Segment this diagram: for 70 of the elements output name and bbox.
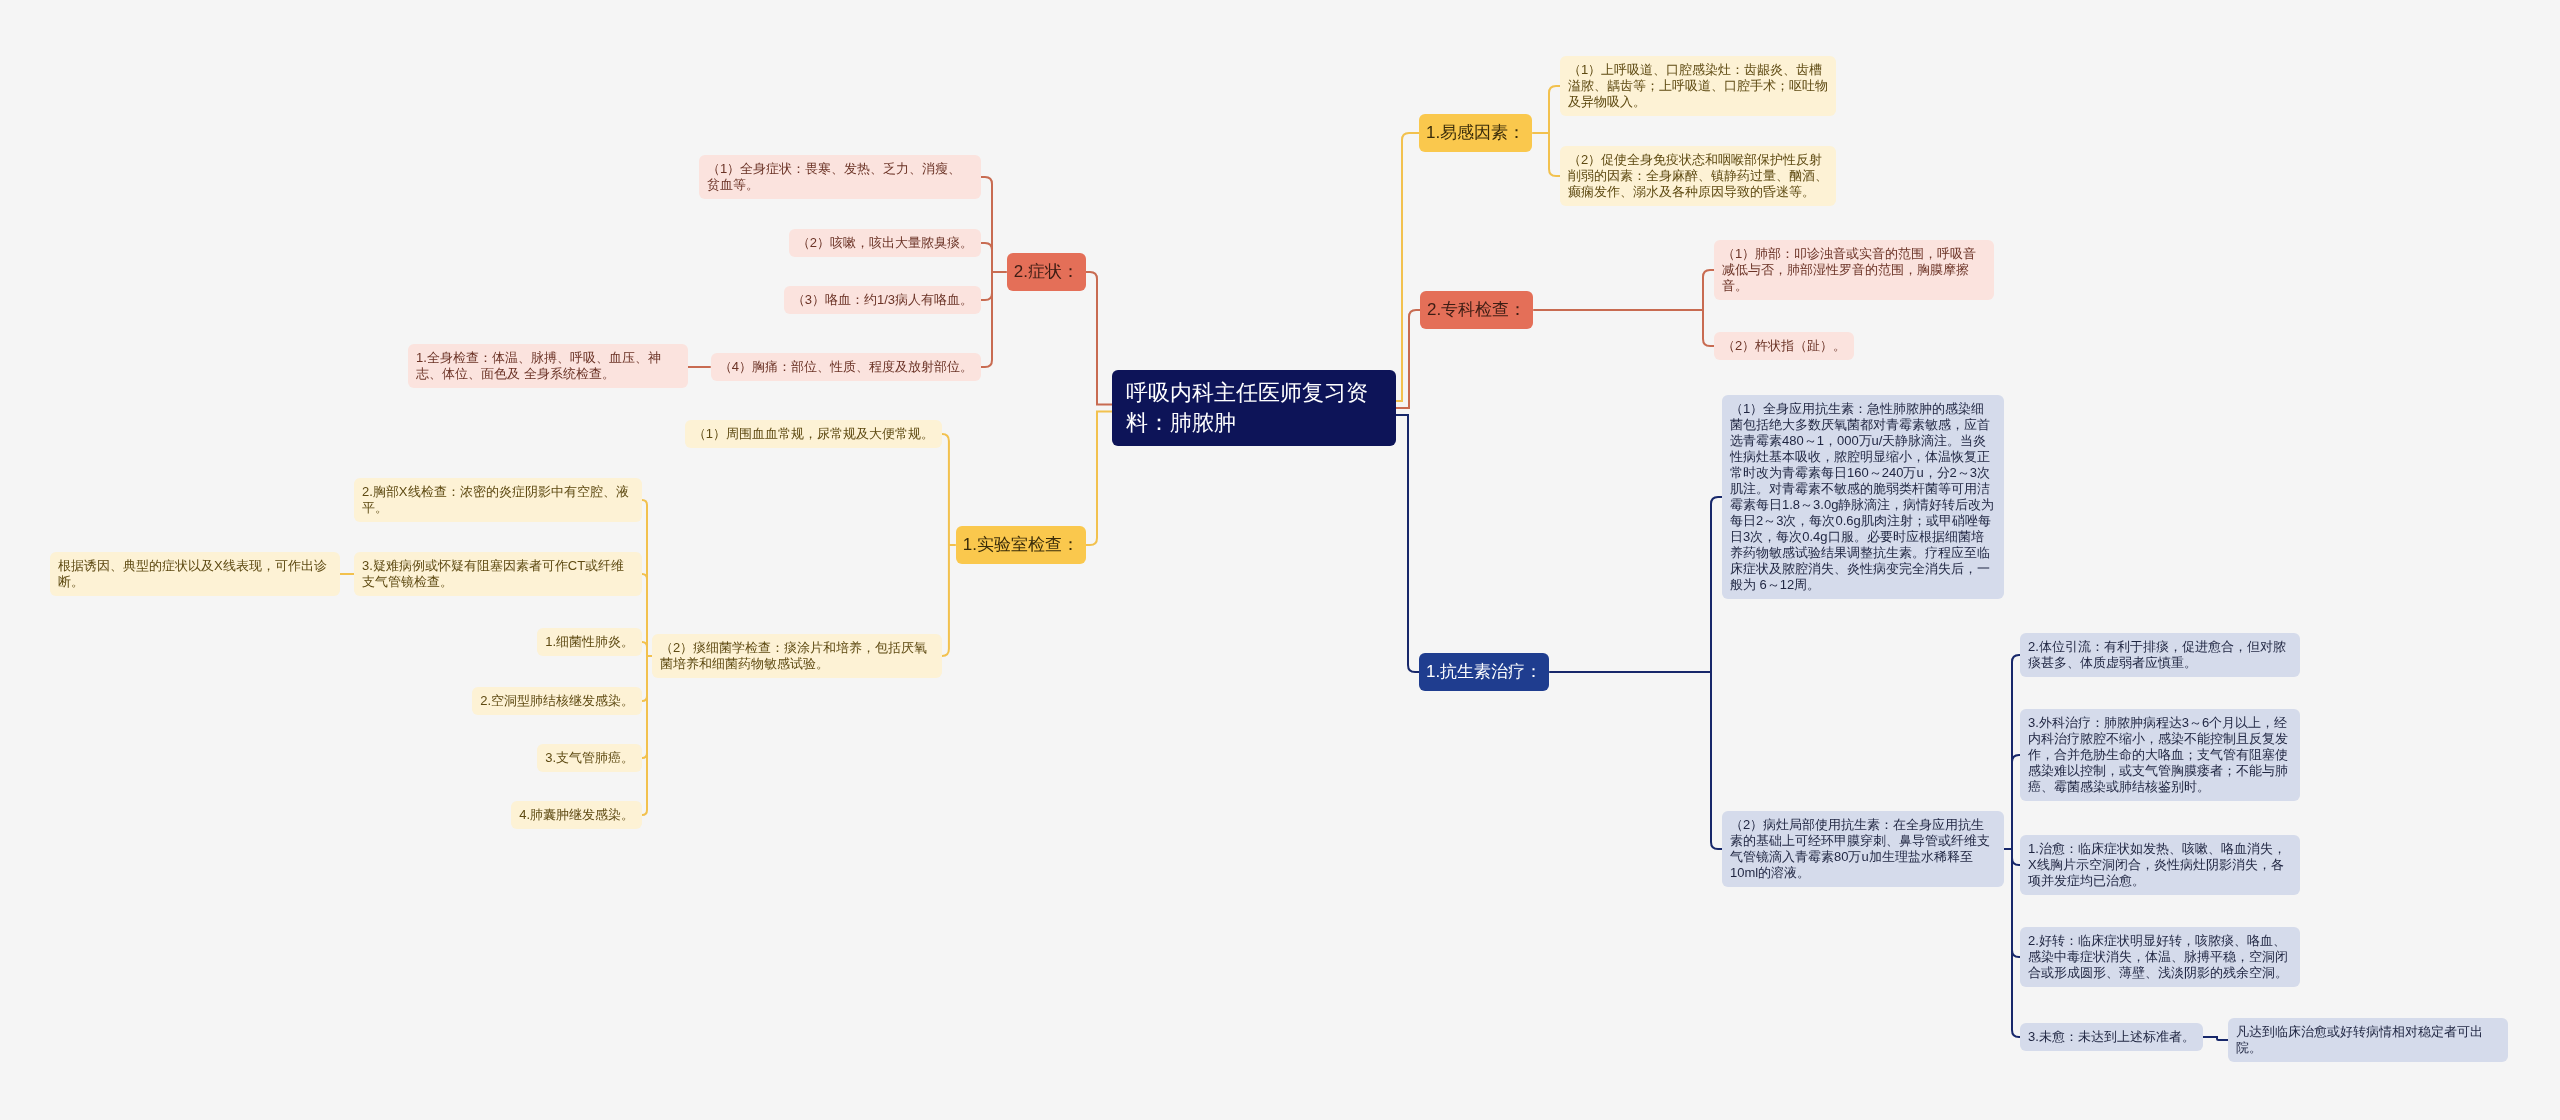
subtopic-box: （1）上呼吸道、口腔感染灶：齿龈炎、齿槽溢脓、龋齿等；上呼吸道、口腔手术；呕吐物及异物吸入。 (1560, 56, 1836, 116)
subtopic-box: 3.疑难病例或怀疑有阻塞因素者可作CT或纤维支气管镜检查。 (354, 552, 642, 596)
connector-line (1395, 132, 1420, 402)
subtopic-box: （1）肺部：叩诊浊音或实音的范围，呼吸音减低与否，肺部湿性罗音的范围，胸膜摩擦音。 (1714, 240, 1994, 300)
connector-line (1395, 309, 1421, 409)
connector-line (947, 439, 957, 651)
subtopic-box: （2）痰细菌学检查：痰涂片和培养，包括厌氧菌培养和细菌药物敏感试验。 (652, 634, 942, 678)
connector-line (1532, 276, 1704, 340)
subtopic-box: （2）杵状指（趾）。 (1714, 332, 1855, 360)
subtopic-box: （1）全身症状：畏寒、发热、乏力、消瘦、贫血等。 (699, 155, 981, 199)
connector-line (641, 641, 648, 648)
connector-line (687, 366, 712, 368)
connector-line (641, 695, 648, 702)
connector-line (2011, 1029, 2021, 1038)
connector-line (2003, 661, 2013, 1031)
connector-line (1702, 269, 1715, 278)
connector-line (2011, 857, 2021, 866)
subtopic-box: 1.细菌性肺炎。 (537, 628, 642, 656)
subtopic-box: 3.外科治疗：肺脓肿病程达3～6个月以上，经内科治疗脓腔不缩小，感染不能控制且反复发作，合并危胁生命的大咯血；支气管有阻塞使感染难以控制，或支气管胸膜瘘者；不能与肺癌、霉菌感染或肺结核鉴别时。 (2020, 709, 2300, 801)
connector-line (1702, 338, 1715, 347)
subtopic-box: 2.空洞型肺结核继发感染。 (472, 687, 642, 715)
connector-line (641, 809, 648, 816)
topic-box: 2.症状： (1006, 253, 1086, 291)
subtopic-box: （2）病灶局部使用抗生素：在全身应用抗生素的基础上可经环甲膜穿刺、鼻导管或纤维支气管镜滴入青霉素80万u加生理盐水稀释至10ml的溶液。 (1722, 811, 2004, 887)
topic-box: 1.实验室检查： (955, 526, 1086, 564)
subtopic-box: 2.体位引流：有利于排痰，促进愈合，但对脓痰甚多、体质虚弱者应慎重。 (2020, 633, 2300, 677)
connector-line (980, 292, 993, 301)
connector-line (991, 183, 1008, 361)
connector-line (1548, 85, 1561, 94)
subtopic-box: （3）咯血：约1/3病人有咯血。 (783, 286, 981, 314)
subtopic-box: 4.肺囊肿继发感染。 (511, 801, 642, 829)
subtopic-box: 根据诱因、典型的症状以及X线表现，可作出诊断。 (50, 552, 340, 596)
subtopic-box: 1.治愈：临床症状如发热、咳嗽、咯血消失，X线胸片示空洞闭合，炎性病灶阴影消失，各项并发症均已治愈。 (2020, 835, 2300, 895)
subtopic-box: （1）全身应用抗生素：急性肺脓肿的感染细菌包括绝大多数厌氧菌都对青霉素敏感，应首选青霉素480～1，000万u/天静脉滴注。当炎性病灶基本吸收，脓腔明显缩小，体温恢复正常时改为青霉素每日160～240万u，分2～3次肌注。对青霉素不敏感的脆弱类杆菌等可用洁霉素每日1.8～3.0g静脉滴注，病情好转后改为每日2～3次，每次0.6g肌肉注射；或甲硝唑每日3次，每次0.4g口服。必要时应根据细菌培养药物敏感试验结果调整抗生素。疗程应至临床症状及脓腔消失、炎性病变完全消失后，一般为 6～12周。 (1722, 395, 2004, 599)
connector-line (1710, 841, 1723, 850)
subtopic-box: （1）周围血血常规，尿常规及大便常规。 (684, 420, 942, 448)
connector-line (1710, 496, 1723, 505)
connector-line (980, 359, 993, 368)
connector-line (1395, 414, 1420, 673)
connector-line (641, 499, 648, 506)
topic-box: 1.易感因素： (1419, 114, 1533, 152)
connector-line (339, 573, 355, 575)
connector-line (941, 648, 950, 657)
central-topic-box: 呼吸内科主任医师复习资料：肺脓肿 (1112, 370, 1396, 446)
subtopic-box: 2.胸部X线检查：浓密的炎症阴影中有空腔、液平。 (354, 478, 642, 522)
subtopic-box: 3.未愈：未达到上述标准者。 (2020, 1023, 2203, 1051)
connector-line (980, 176, 993, 185)
connector-line (2201, 1036, 2229, 1041)
topic-box: 2.专科检查： (1420, 291, 1534, 329)
connector-line (1085, 410, 1113, 546)
connector-line (2011, 754, 2021, 763)
connector-line (980, 242, 993, 251)
connector-line (1548, 168, 1561, 177)
topic-box: 1.抗生素治疗： (1419, 653, 1550, 691)
subtopic-box: （2）促使全身免疫状态和咽喉部保护性反射削弱的因素：全身麻醉、镇静药过量、酗酒、癫痫发作、溺水及各种原因导致的昏迷等。 (1560, 146, 1836, 206)
subtopic-box: 2.好转：临床症状明显好转，咳脓痰、咯血、感染中毒症状消失，体温、脉搏平稳，空洞闭合或形成圆形、薄壁、浅淡阴影的残余空洞。 (2020, 927, 2300, 987)
connector-line (646, 504, 653, 811)
subtopic-box: （2）咳嗽，咳出大量脓臭痰。 (788, 229, 981, 257)
subtopic-box: 3.支气管肺癌。 (537, 744, 642, 772)
connector-line (2011, 654, 2021, 663)
connector-line (641, 752, 648, 759)
connector-line (1548, 503, 1712, 843)
subtopic-box: 凡达到临床治愈或好转病情相对稳定者可出院。 (2228, 1018, 2508, 1062)
connector-line (941, 433, 950, 442)
connector-line (1531, 92, 1550, 170)
connector-line (2011, 949, 2021, 958)
subtopic-box: （4）胸痛：部位、性质、程度及放射部位。 (710, 353, 981, 381)
connector-line (641, 573, 648, 580)
connector-line (1085, 271, 1113, 406)
subtopic-box: 1.全身检查：体温、脉搏、呼吸、血压、神志、体位、面色及 全身系统检查。 (408, 344, 688, 388)
